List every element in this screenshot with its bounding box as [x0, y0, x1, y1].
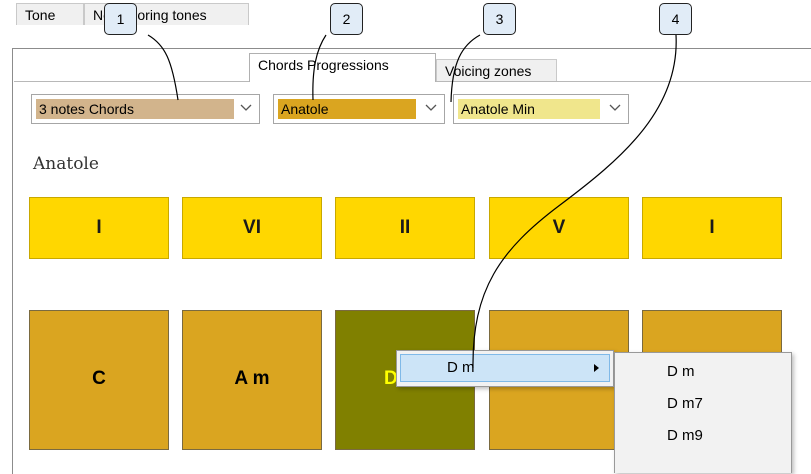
callout-1: 1 [104, 3, 137, 35]
submenu-item-dm7[interactable]: D m7 [667, 395, 703, 412]
context-menu: D m [396, 350, 614, 387]
degree-cell[interactable]: VI [182, 197, 322, 259]
chevron-down-icon [425, 104, 437, 111]
chevron-down-icon [609, 104, 621, 111]
callout-2: 2 [330, 3, 363, 35]
progression-title: Anatole [33, 154, 99, 174]
chord-cell[interactable]: A m [182, 310, 322, 450]
degree-cell[interactable]: II [335, 197, 475, 259]
degree-cell[interactable]: V [489, 197, 629, 259]
degree-cell[interactable]: I [29, 197, 169, 259]
context-menu-item-label: D m [447, 359, 475, 376]
tab-voicing-zones[interactable]: Voicing zones [436, 59, 557, 81]
progression-value: Anatole [278, 99, 416, 119]
tab-tone[interactable]: Tone [16, 3, 84, 25]
submenu-item-dm9[interactable]: D m9 [667, 427, 703, 444]
progression-select[interactable]: Anatole [273, 94, 445, 124]
variant-value: Anatole Min [458, 99, 600, 119]
callout-3: 3 [483, 3, 516, 35]
chord-type-select[interactable]: 3 notes Chords [31, 94, 260, 124]
context-submenu: D m D m7 D m9 [614, 352, 792, 473]
chord-type-value: 3 notes Chords [36, 99, 234, 119]
degree-cell[interactable]: I [642, 197, 782, 259]
chord-cell[interactable]: C [29, 310, 169, 450]
chevron-down-icon [240, 104, 252, 111]
context-menu-item-dm[interactable]: D m [400, 354, 610, 382]
submenu-item-dm[interactable]: D m [667, 363, 695, 380]
submenu-arrow-icon [594, 364, 599, 372]
tab-chords-progressions[interactable]: Chords Progressions [249, 53, 436, 82]
variant-select[interactable]: Anatole Min [453, 94, 629, 124]
callout-4: 4 [659, 3, 692, 35]
